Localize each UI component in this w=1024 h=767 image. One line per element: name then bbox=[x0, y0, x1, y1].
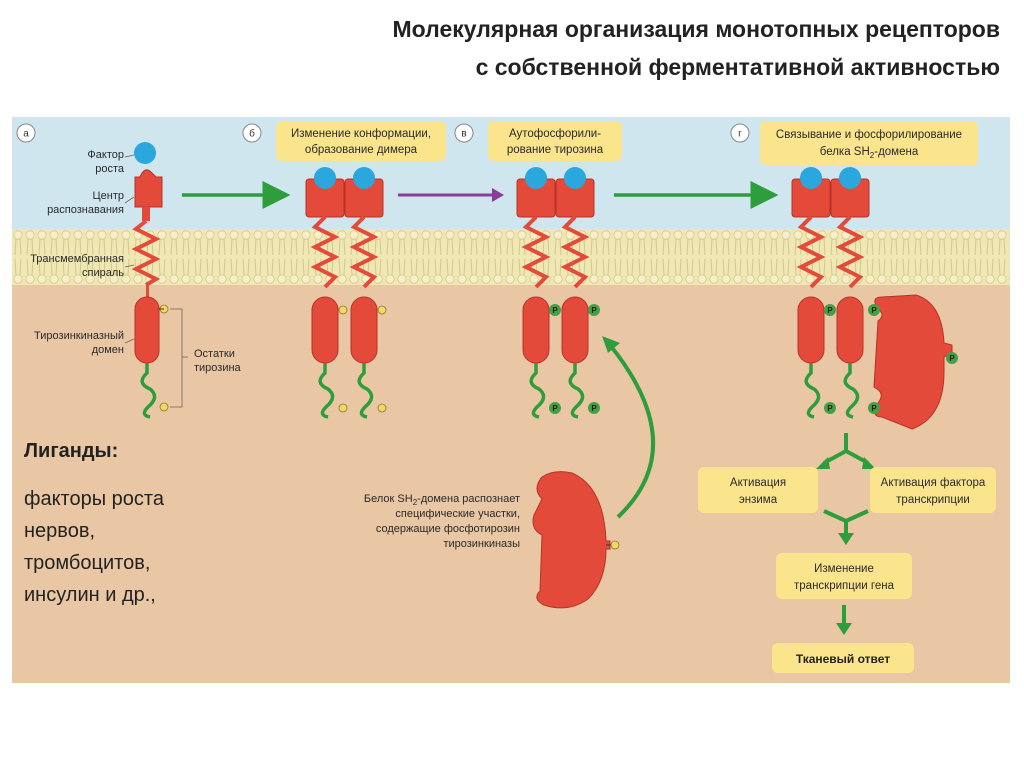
svg-text:содержащие фосфотирозин: содержащие фосфотирозин bbox=[376, 523, 520, 535]
svg-text:роста: роста bbox=[95, 163, 125, 175]
svg-text:белка SH2-домена: белка SH2-домена bbox=[820, 146, 919, 160]
svg-text:Аутофосфорили-: Аутофосфорили- bbox=[509, 128, 601, 140]
box-tf-activation: Активация фактора транскрипции bbox=[870, 467, 996, 513]
arrow-b-to-c bbox=[398, 188, 504, 202]
svg-text:нервов,: нервов, bbox=[24, 520, 95, 542]
svg-text:домен: домен bbox=[92, 344, 124, 356]
ligands-block: Лиганды: факторы роста нервов, тромбоцит… bbox=[24, 440, 165, 606]
receptor-dimer-b bbox=[305, 167, 387, 419]
svg-text:Фактор: Фактор bbox=[87, 149, 124, 161]
arrow-sh2-to-receptor bbox=[602, 336, 656, 519]
svg-text:Активация: Активация bbox=[730, 477, 786, 489]
svg-text:P: P bbox=[827, 404, 833, 413]
svg-text:Белок SH2-домена распознает: Белок SH2-домена распознает bbox=[364, 493, 520, 507]
svg-text:энзима: энзима bbox=[739, 494, 778, 506]
panel-letter-c: в bbox=[454, 123, 474, 143]
box-enzyme-activation: Активация энзима bbox=[698, 467, 818, 513]
label-transmembrane-helix: Трансмембранная спираль bbox=[30, 253, 135, 279]
svg-text:б: б bbox=[249, 128, 255, 140]
svg-text:Изменение: Изменение bbox=[814, 563, 874, 575]
svg-text:транскрипции гена: транскрипции гена bbox=[794, 580, 895, 592]
svg-text:тирозинкиназы: тирозинкиназы bbox=[443, 538, 520, 550]
phosphate-d-1: P bbox=[824, 304, 836, 316]
svg-text:образование димера: образование димера bbox=[305, 144, 418, 156]
svg-text:тромбоцитов,: тромбоцитов, bbox=[24, 552, 150, 574]
svg-text:Центр: Центр bbox=[93, 190, 125, 202]
receptor-dimer-d bbox=[791, 167, 870, 419]
svg-text:P: P bbox=[827, 306, 833, 315]
sh2-protein-free bbox=[532, 471, 620, 609]
slide-title-line-2: с собственной ферментативной активностью bbox=[475, 54, 1000, 80]
receptor-dimer-c bbox=[516, 167, 595, 419]
step-b-label: Изменение конформации, образование димер… bbox=[276, 121, 446, 161]
svg-text:специфические участки,: специфические участки, bbox=[395, 508, 520, 520]
label-growth-factor: Фактор роста bbox=[87, 149, 135, 175]
svg-text:Трансмембранная: Трансмембранная bbox=[30, 253, 124, 265]
panel-letter-a: а bbox=[16, 123, 36, 143]
phosphate-d-5: P bbox=[946, 352, 958, 364]
svg-text:распознавания: распознавания bbox=[47, 204, 124, 216]
svg-text:спираль: спираль bbox=[82, 267, 124, 279]
svg-text:P: P bbox=[591, 404, 597, 413]
svg-text:г: г bbox=[738, 129, 742, 140]
svg-text:а: а bbox=[23, 129, 29, 140]
svg-text:P: P bbox=[591, 306, 597, 315]
arrow-to-response bbox=[836, 605, 852, 635]
svg-text:транскрипции: транскрипции bbox=[896, 494, 970, 506]
phosphate-d-3: P bbox=[868, 304, 880, 316]
phosphate-c-4: P bbox=[588, 402, 600, 414]
phosphate-d-4: P bbox=[868, 402, 880, 414]
svg-text:инсулин и др.,: инсулин и др., bbox=[24, 584, 156, 606]
cascade-fork-arrow bbox=[816, 433, 876, 469]
svg-text:Связывание и фосфорилирование: Связывание и фосфорилирование bbox=[776, 129, 962, 141]
sh2-note: Белок SH2-домена распознает специфически… bbox=[364, 493, 520, 550]
phosphate-c-1: P bbox=[549, 304, 561, 316]
panel-letter-b: б bbox=[242, 123, 262, 143]
svg-text:P: P bbox=[949, 354, 955, 363]
phosphate-d-2: P bbox=[824, 402, 836, 414]
box-gene-transcription: Изменение транскрипции гена bbox=[776, 553, 912, 599]
svg-text:рование тирозина: рование тирозина bbox=[507, 144, 604, 156]
svg-text:Остатки: Остатки bbox=[194, 348, 235, 360]
svg-text:Тирозинкиназный: Тирозинкиназный bbox=[34, 330, 124, 342]
label-tyrosine-residues: Остатки тирозина bbox=[170, 308, 242, 408]
cascade-merge-arrow bbox=[823, 509, 869, 545]
cell-membrane bbox=[12, 229, 1010, 285]
svg-text:Изменение конформации,: Изменение конформации, bbox=[291, 128, 431, 140]
box-tissue-response: Тканевый ответ bbox=[772, 643, 914, 673]
svg-text:P: P bbox=[552, 306, 558, 315]
label-recognition-center: Центр распознавания bbox=[47, 190, 135, 216]
svg-text:P: P bbox=[871, 306, 877, 315]
svg-text:P: P bbox=[871, 404, 877, 413]
svg-text:факторы роста: факторы роста bbox=[24, 488, 165, 510]
receptor-monomer-a bbox=[131, 142, 169, 419]
step-d-label: Связывание и фосфорилирование белка SH2-… bbox=[760, 121, 978, 165]
slide-title-line-1: Молекулярная организация монотопных реце… bbox=[392, 16, 1000, 42]
svg-text:Активация фактора: Активация фактора bbox=[881, 477, 986, 489]
panel-letter-d: г bbox=[730, 123, 750, 143]
svg-text:в: в bbox=[461, 129, 466, 140]
receptor-diagram: а б в г Изменение конформации, образован… bbox=[12, 117, 1010, 683]
svg-text:Лиганды:: Лиганды: bbox=[24, 440, 118, 462]
svg-text:P: P bbox=[552, 404, 558, 413]
svg-text:Тканевый ответ: Тканевый ответ bbox=[796, 652, 890, 666]
growth-factor bbox=[134, 142, 156, 164]
step-c-label: Аутофосфорили- рование тирозина bbox=[488, 121, 622, 161]
phosphate-c-2: P bbox=[588, 304, 600, 316]
label-kinase-domain: Тирозинкиназный домен bbox=[34, 330, 135, 356]
phosphate-c-3: P bbox=[549, 402, 561, 414]
svg-text:тирозина: тирозина bbox=[194, 362, 242, 374]
